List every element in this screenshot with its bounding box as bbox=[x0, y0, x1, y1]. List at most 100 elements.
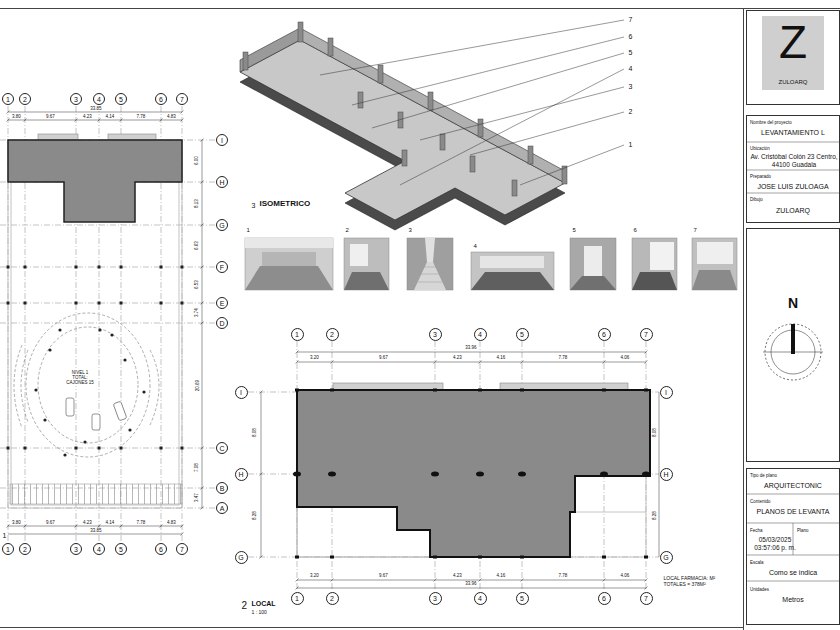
grid-bubble: G bbox=[216, 219, 228, 231]
site-photo bbox=[692, 270, 737, 290]
panel-text: Z bbox=[779, 19, 807, 65]
isometric-column bbox=[243, 52, 248, 70]
grid-label: 6 bbox=[159, 546, 163, 553]
parked-car bbox=[66, 398, 74, 416]
dimension-text: 33.85 bbox=[90, 528, 102, 533]
grid-label: 7 bbox=[180, 546, 184, 553]
parking-ramp bbox=[150, 350, 159, 425]
callout-number: 1 bbox=[628, 141, 633, 149]
grid-bubble: 1 bbox=[2, 543, 14, 555]
panel-text: Nombre del proyecto bbox=[750, 120, 792, 125]
grid-bubble: A bbox=[216, 502, 228, 514]
grid-bubble: 3 bbox=[429, 592, 442, 605]
dimension-text: 7.08 bbox=[194, 463, 199, 473]
site-photo bbox=[344, 272, 389, 290]
dimension-line bbox=[260, 391, 263, 559]
column bbox=[295, 389, 299, 392]
site-photo bbox=[584, 246, 602, 276]
note-text: LOCAL FARMACIA: M² TOTALES = 378M² bbox=[663, 576, 726, 588]
leader-line bbox=[520, 145, 624, 185]
site-photo bbox=[407, 238, 453, 290]
column bbox=[293, 472, 301, 477]
grid-label: 3 bbox=[433, 331, 437, 338]
panel-text: Fecha bbox=[750, 528, 763, 533]
column bbox=[602, 389, 606, 392]
grid-label: A bbox=[220, 505, 225, 512]
title-block-panel: Nombre del proyectoLEVANTAMIENTO LUbicac… bbox=[746, 115, 840, 223]
grid-label: 6 bbox=[602, 595, 606, 602]
grid-bubble: 1 bbox=[2, 93, 14, 105]
site-photo bbox=[262, 252, 316, 266]
dimension-text: 33.85 bbox=[90, 106, 102, 111]
grid-label: 7 bbox=[644, 595, 648, 602]
leader-line bbox=[400, 69, 624, 185]
grid-label: 4 bbox=[97, 96, 101, 103]
title-block-panel: N bbox=[746, 228, 840, 462]
grid-label: 5 bbox=[119, 546, 123, 553]
column bbox=[476, 472, 484, 477]
grid-label: 4 bbox=[478, 595, 482, 602]
title-block-panel: Tipo de planoARQUITECTONICContenidoPLANO… bbox=[746, 468, 840, 625]
grid-bubble: 4 bbox=[474, 592, 487, 605]
grid-bubble: G bbox=[660, 551, 673, 564]
panel-divider bbox=[746, 142, 840, 143]
column bbox=[478, 556, 482, 559]
parking-column bbox=[63, 453, 66, 456]
view-number: 3 bbox=[251, 202, 256, 210]
grid-label: H bbox=[663, 471, 668, 478]
panel-text: Como se indica bbox=[769, 569, 817, 577]
panel-text: Contenido bbox=[750, 499, 771, 504]
leader-line bbox=[320, 20, 624, 185]
dimension-text: 3.80 bbox=[12, 114, 22, 119]
dimension-text: 8.08 bbox=[652, 428, 657, 438]
title-block-panel: ZZULOARQ bbox=[746, 10, 840, 105]
column bbox=[478, 389, 482, 392]
grid-label: F bbox=[220, 264, 224, 271]
grid-label: I bbox=[240, 389, 242, 396]
existing-wall bbox=[8, 140, 182, 508]
parking-column bbox=[123, 358, 126, 361]
isometric-column bbox=[478, 119, 483, 137]
grid-bubble: 3 bbox=[429, 328, 442, 341]
photo-number: 3 bbox=[408, 227, 412, 234]
grid-label: 1 bbox=[295, 595, 299, 602]
view-number: 2 bbox=[241, 600, 248, 612]
parked-car bbox=[66, 398, 127, 430]
parked-car bbox=[92, 414, 100, 430]
panel-text: Unidades bbox=[750, 587, 769, 592]
site-photo bbox=[418, 267, 442, 282]
scale-text: 1 : 100 bbox=[251, 610, 267, 616]
dimension-line bbox=[296, 361, 648, 364]
grid-bubble: E bbox=[216, 297, 228, 309]
parking-column bbox=[83, 440, 86, 443]
isometric-wall bbox=[240, 28, 300, 72]
grid-label: B bbox=[220, 485, 225, 492]
parking-ramp bbox=[26, 313, 150, 457]
site-photo bbox=[632, 272, 677, 290]
dimension-text: 9.67 bbox=[379, 355, 389, 360]
site-photo bbox=[650, 242, 674, 270]
site-photo bbox=[245, 238, 333, 290]
dimension-text: 3.20 bbox=[310, 573, 320, 578]
surveyed-area bbox=[8, 140, 182, 222]
isometric-column bbox=[298, 22, 303, 42]
column bbox=[431, 472, 439, 477]
grid-label: H bbox=[219, 179, 224, 186]
site-photo bbox=[245, 266, 333, 290]
grid-label: 5 bbox=[520, 331, 524, 338]
site-photo bbox=[570, 238, 616, 290]
column bbox=[433, 556, 437, 559]
grid-label: 2 bbox=[330, 331, 334, 338]
panel-divider bbox=[746, 581, 840, 582]
grid-label: 1 bbox=[6, 96, 10, 103]
grid-label: D bbox=[219, 320, 224, 327]
local-floor bbox=[297, 390, 650, 557]
isometric-wall bbox=[240, 28, 565, 183]
panel-divider bbox=[746, 142, 840, 581]
grid-label: 3 bbox=[74, 546, 78, 553]
grid-label: 1 bbox=[295, 331, 299, 338]
grid-label: 6 bbox=[602, 331, 606, 338]
column bbox=[644, 389, 648, 392]
callout-number: 3 bbox=[628, 83, 633, 91]
